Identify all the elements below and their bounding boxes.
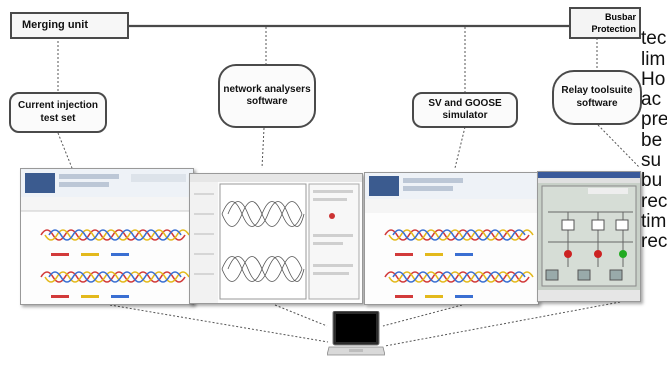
sv-goose-label: SV and GOOSE simulator: [428, 97, 502, 122]
side-text-line: rec: [641, 231, 667, 253]
to-laptop-3: [382, 304, 463, 327]
current-injection-label: Current injection test set: [17, 100, 98, 124]
link-1: [57, 132, 73, 169]
waveform-app-image: [21, 169, 193, 298]
side-text-line: pre: [641, 109, 667, 131]
side-text-line: ac: [641, 89, 662, 111]
link-3: [454, 126, 466, 169]
protection-label: Protection: [591, 24, 636, 35]
side-text-line: Ho: [641, 68, 666, 90]
merging-unit-node: Merging unit: [10, 12, 129, 39]
link-2: [261, 127, 265, 169]
merging-unit-label: Merging unit: [22, 18, 88, 31]
relay-hmi-image: [538, 172, 640, 301]
link-4: [597, 124, 641, 169]
relay-toolsuite-label: Relay toolsuite software: [561, 85, 633, 109]
side-text-line: tim: [641, 210, 667, 232]
side-text-line: su: [641, 150, 662, 172]
side-text-line: bu: [641, 170, 663, 192]
side-paragraph: Th tec lim Ho ac pre be su bu rec tim re…: [641, 27, 667, 370]
network-analysers-node: network analysers software: [218, 64, 316, 128]
side-text-line: tec: [641, 28, 667, 50]
side-text-line: lim: [641, 48, 666, 70]
busbar-protection-node: Busbar Protection: [569, 7, 641, 39]
analyser-app-image: [190, 174, 362, 303]
side-text-line: Th: [641, 27, 667, 29]
side-text-line: be: [641, 129, 663, 151]
to-laptop-2: [274, 304, 328, 327]
network-analysers-label: network analysers software: [223, 83, 311, 108]
sv-goose-app-image: [365, 173, 538, 298]
network-analysers-screenshot: [189, 173, 363, 304]
current-injection-screenshot: [20, 168, 194, 305]
busbar-label: Busbar: [604, 12, 636, 22]
laptop-icon: [326, 310, 386, 361]
sv-goose-screenshot: [364, 172, 539, 305]
side-text-line: rec: [641, 190, 667, 212]
relay-toolsuite-screenshot: [537, 171, 641, 302]
relay-toolsuite-node: Relay toolsuite software: [552, 70, 642, 125]
current-injection-node: Current injection test set: [9, 92, 107, 133]
to-laptop-1: [109, 304, 329, 343]
sv-goose-node: SV and GOOSE simulator: [412, 92, 518, 128]
to-laptop-4: [384, 301, 621, 347]
